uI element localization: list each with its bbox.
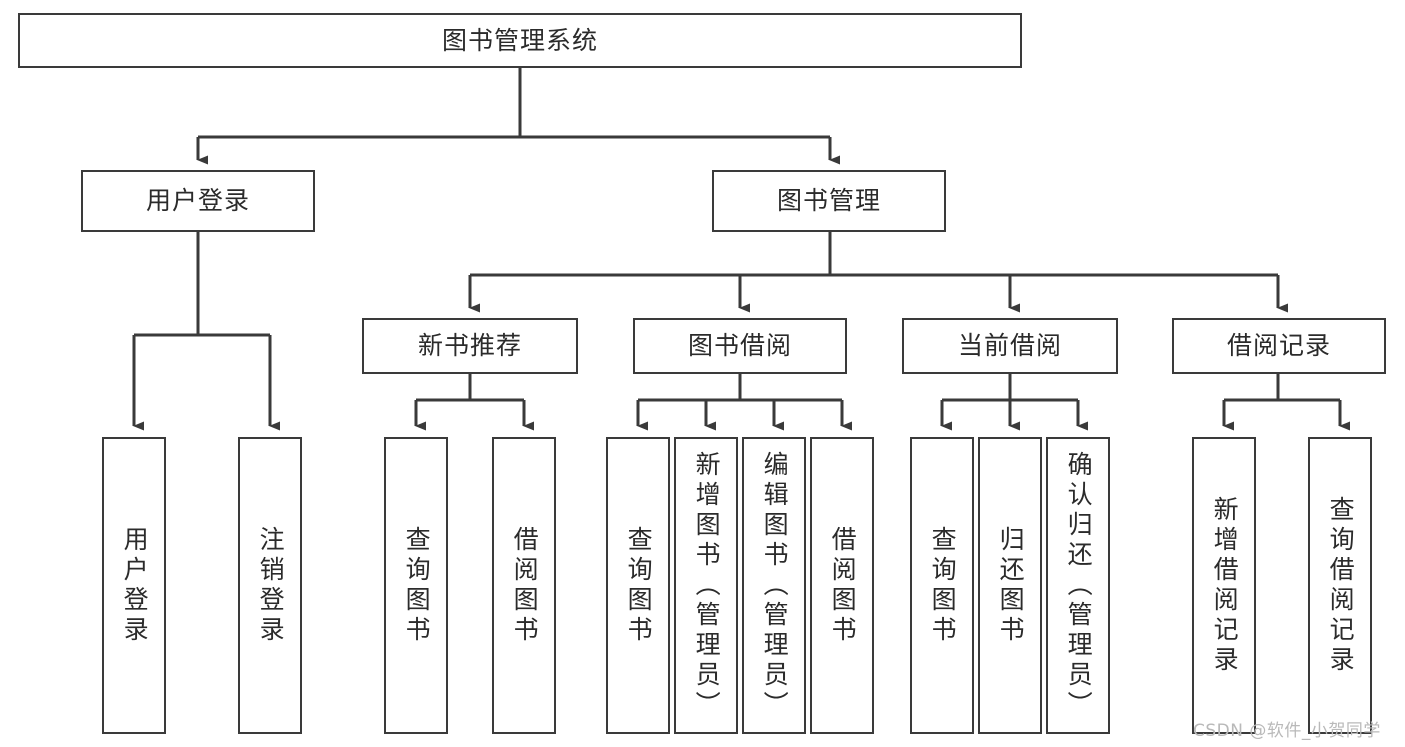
node-label: 注销登录 — [256, 525, 286, 646]
leaf-query-books-borrowing[interactable]: 查询图书 — [606, 437, 670, 734]
node-label: 查询图书 — [928, 525, 958, 646]
leaf-add-borrow-record[interactable]: 新增借阅记录 — [1192, 437, 1256, 734]
node-label: 确认归还（管理员） — [1064, 450, 1094, 721]
leaf-query-books-recommendation[interactable]: 查询图书 — [384, 437, 448, 734]
node-book-borrowing[interactable]: 图书借阅 — [633, 318, 847, 374]
leaf-confirm-return-admin[interactable]: 确认归还（管理员） — [1046, 437, 1110, 734]
node-label: 当前借阅 — [957, 331, 1062, 361]
node-label: 借阅图书 — [510, 525, 540, 646]
leaf-borrow-books-borrowing[interactable]: 借阅图书 — [810, 437, 874, 734]
node-label: 查询借阅记录 — [1326, 495, 1356, 676]
csdn-watermark: CSDN @软件_小贺同学 — [1193, 721, 1381, 741]
leaf-add-book-admin[interactable]: 新增图书（管理员） — [674, 437, 738, 734]
node-label: 新增借阅记录 — [1210, 495, 1240, 676]
node-label: 图书借阅 — [687, 331, 792, 361]
node-book-management[interactable]: 图书管理 — [712, 170, 946, 232]
leaf-query-borrow-record[interactable]: 查询借阅记录 — [1308, 437, 1372, 734]
node-label: 图书管理 — [776, 186, 881, 216]
node-label: 查询图书 — [624, 525, 654, 646]
node-label: 查询图书 — [402, 525, 432, 646]
leaf-return-books[interactable]: 归还图书 — [978, 437, 1042, 734]
node-borrow-records[interactable]: 借阅记录 — [1172, 318, 1386, 374]
node-label: 新书推荐 — [417, 331, 522, 361]
node-label: 用户登录 — [120, 525, 150, 646]
node-label: 新增图书（管理员） — [692, 450, 722, 721]
node-label: 借阅记录 — [1226, 331, 1331, 361]
node-label: 借阅图书 — [828, 525, 858, 646]
node-label: 归还图书 — [996, 525, 1026, 646]
leaf-user-login[interactable]: 用户登录 — [102, 437, 166, 734]
node-user-login[interactable]: 用户登录 — [81, 170, 315, 232]
node-root-library-management-system[interactable]: 图书管理系统 — [18, 13, 1022, 68]
node-label: 图书管理系统 — [441, 25, 598, 55]
leaf-borrow-books-recommendation[interactable]: 借阅图书 — [492, 437, 556, 734]
leaf-edit-book-admin[interactable]: 编辑图书（管理员） — [742, 437, 806, 734]
node-label: 编辑图书（管理员） — [760, 450, 790, 721]
leaf-query-books-current[interactable]: 查询图书 — [910, 437, 974, 734]
node-current-borrowing[interactable]: 当前借阅 — [902, 318, 1118, 374]
node-new-book-recommendation[interactable]: 新书推荐 — [362, 318, 578, 374]
node-label: 用户登录 — [145, 186, 250, 216]
leaf-logout[interactable]: 注销登录 — [238, 437, 302, 734]
